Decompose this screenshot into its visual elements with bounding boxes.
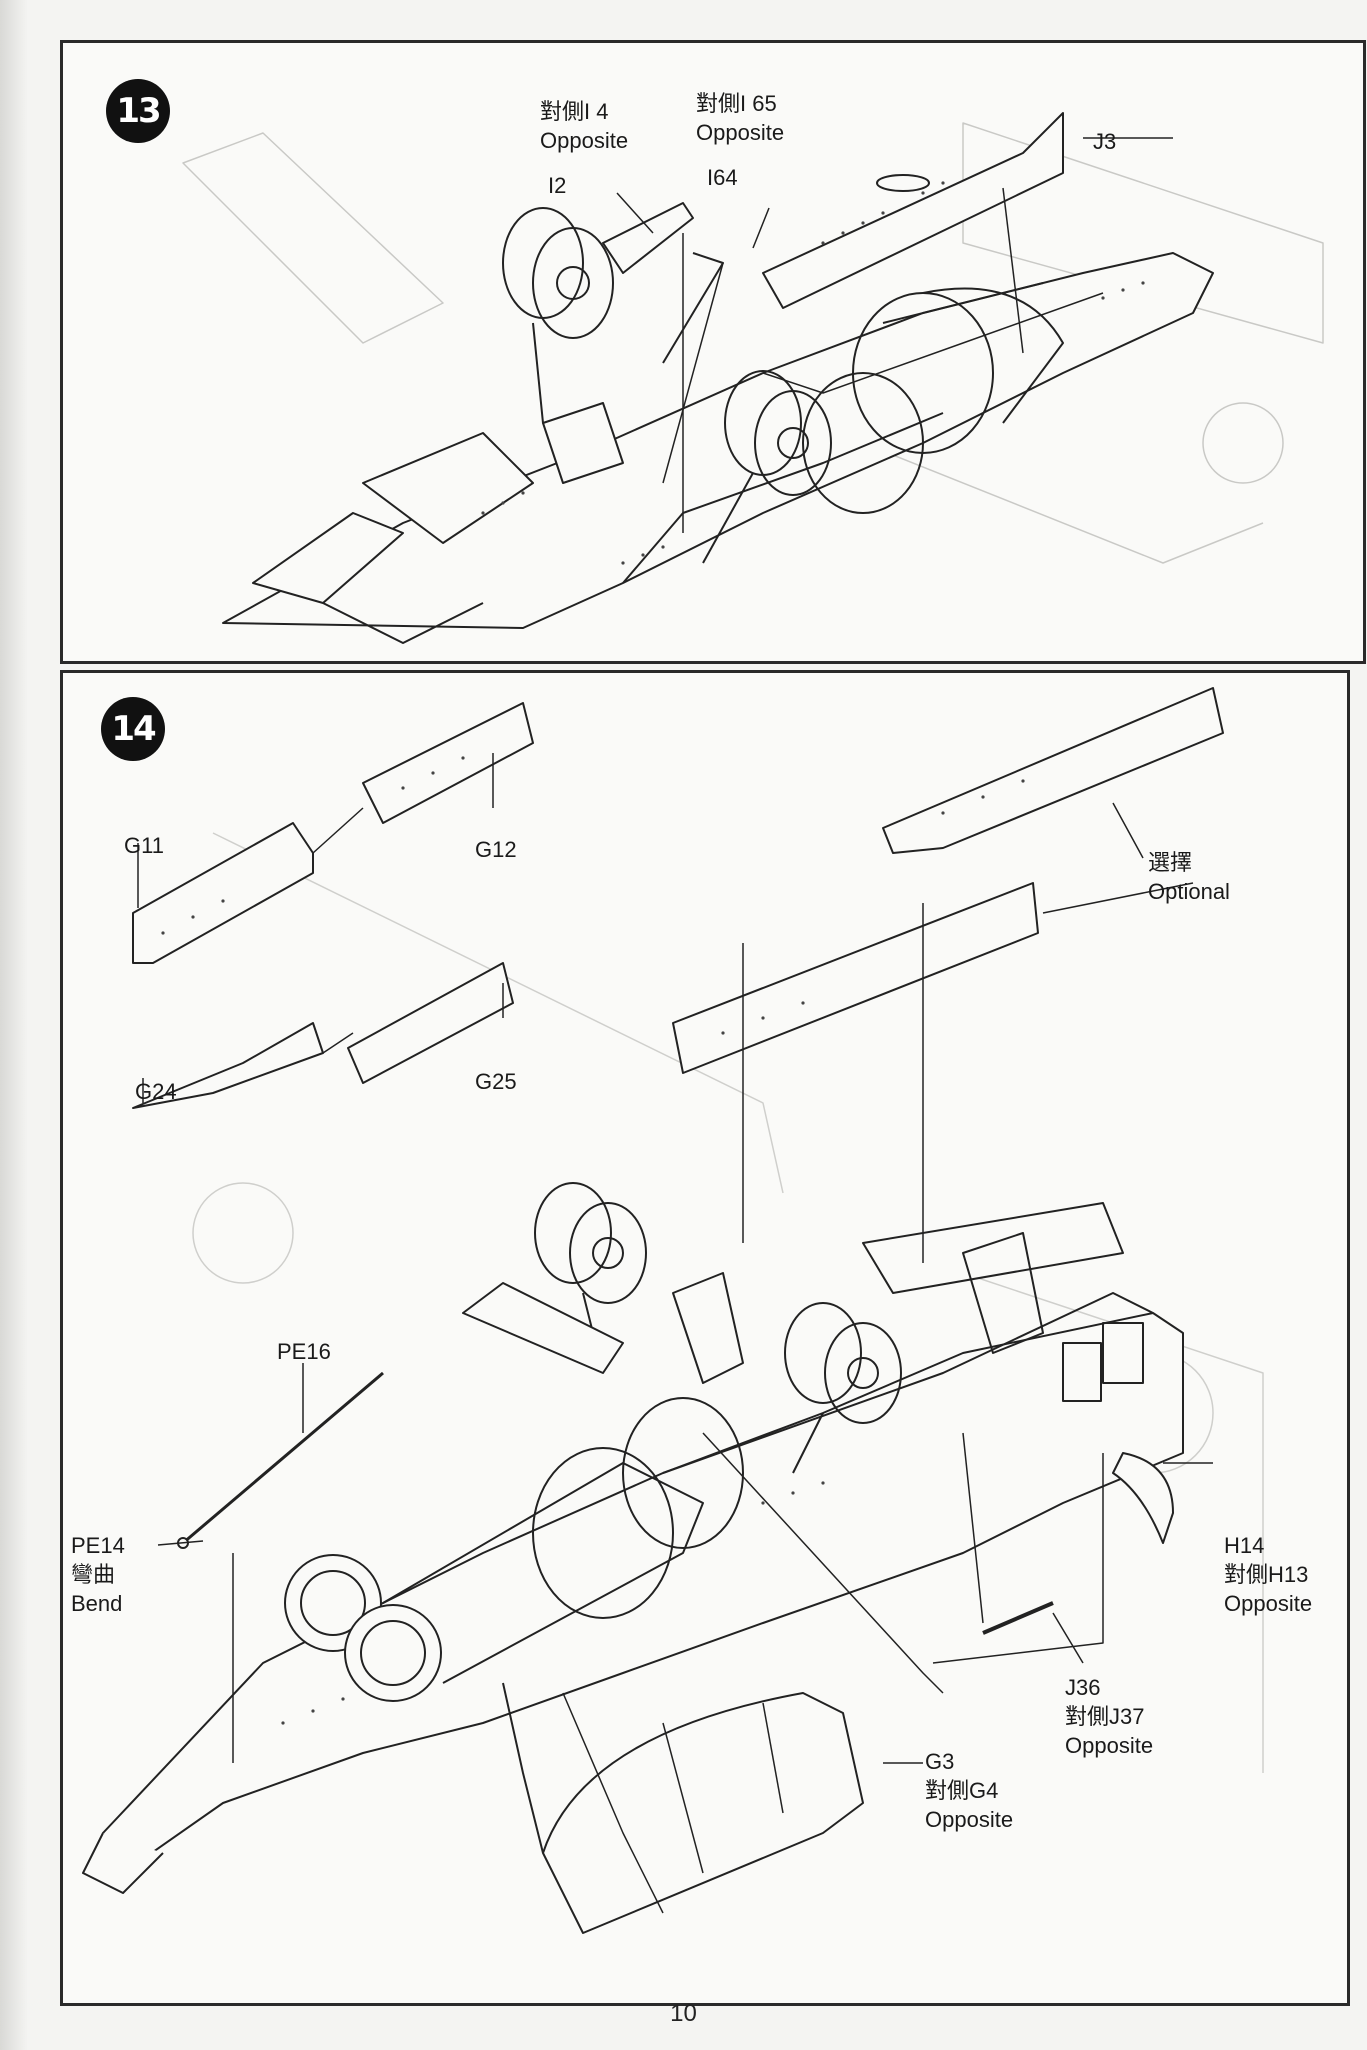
step-number-badge: 14 [101,697,165,761]
callout-h14-opposite: H14 對側H13 Opposite [1224,1531,1312,1618]
callout-j36-zh: 對側J37 [1065,1704,1145,1729]
callout-j36-opposite: J36 對側J37 Opposite [1065,1673,1153,1760]
callout-i65-part: 對側I 65 [696,91,777,116]
page-edge-shadow [0,0,28,2050]
callout-g11-part: G11 [124,833,164,858]
callout-g24-part: G24 [135,1079,177,1104]
callout-pe14-en: Bend [71,1591,123,1616]
step-14-illustration [82,687,1264,1934]
callout-i64-part: I64 [707,165,738,190]
step-13-panel: 13 對側I 4 Opposite 對側I 65 Opposite I2 I64… [60,40,1366,664]
callout-i4-opposite: 對側I 4 Opposite [540,97,628,155]
callout-h14-zh: 對側H13 [1224,1562,1309,1587]
callout-j3: J3 [1093,127,1116,156]
callout-i64: I64 [707,163,738,192]
step-13-illustration [182,112,1324,644]
callout-optional-zh: 選擇 [1148,850,1193,875]
step-number-badge: 13 [106,79,170,143]
callout-pe14-part: PE14 [71,1533,125,1558]
page-number: 10 [670,2000,697,2027]
callout-g3-en: Opposite [925,1807,1014,1832]
callout-pe16: PE16 [277,1337,331,1366]
callout-i4-note: Opposite [540,128,629,153]
callout-g24: G24 [135,1077,177,1106]
callout-h14-en: Opposite [1224,1591,1313,1616]
callout-g12: G12 [475,835,517,864]
callout-optional-en: Optional [1148,879,1230,904]
callout-i65-note: Opposite [696,120,785,145]
callout-g25-part: G25 [475,1069,517,1094]
step-14-panel: 14 G11 G12 G24 G25 選擇 Optional PE16 PE14… [60,670,1350,2006]
callout-j36-en: Opposite [1065,1733,1154,1758]
callout-g11: G11 [124,831,164,860]
callout-g12-part: G12 [475,837,517,862]
callout-i2-part: I2 [548,173,567,198]
callout-pe14-bend: PE14 彎曲 Bend [71,1531,125,1618]
callout-g25: G25 [475,1067,517,1096]
callout-pe14-zh: 彎曲 [71,1562,116,1587]
callout-pe16-part: PE16 [277,1339,331,1364]
callout-i4-part: 對側I 4 [540,99,609,124]
callout-optional: 選擇 Optional [1148,848,1230,906]
callout-j36-part: J36 [1065,1675,1101,1700]
callout-i2: I2 [548,171,566,200]
callout-g3-opposite: G3 對側G4 Opposite [925,1747,1013,1834]
callout-j3-part: J3 [1093,129,1117,154]
callout-g3-part: G3 [925,1749,955,1774]
callout-g3-zh: 對側G4 [925,1778,999,1803]
callout-h14-part: H14 [1224,1533,1265,1558]
callout-i65-opposite: 對側I 65 Opposite [696,89,784,147]
